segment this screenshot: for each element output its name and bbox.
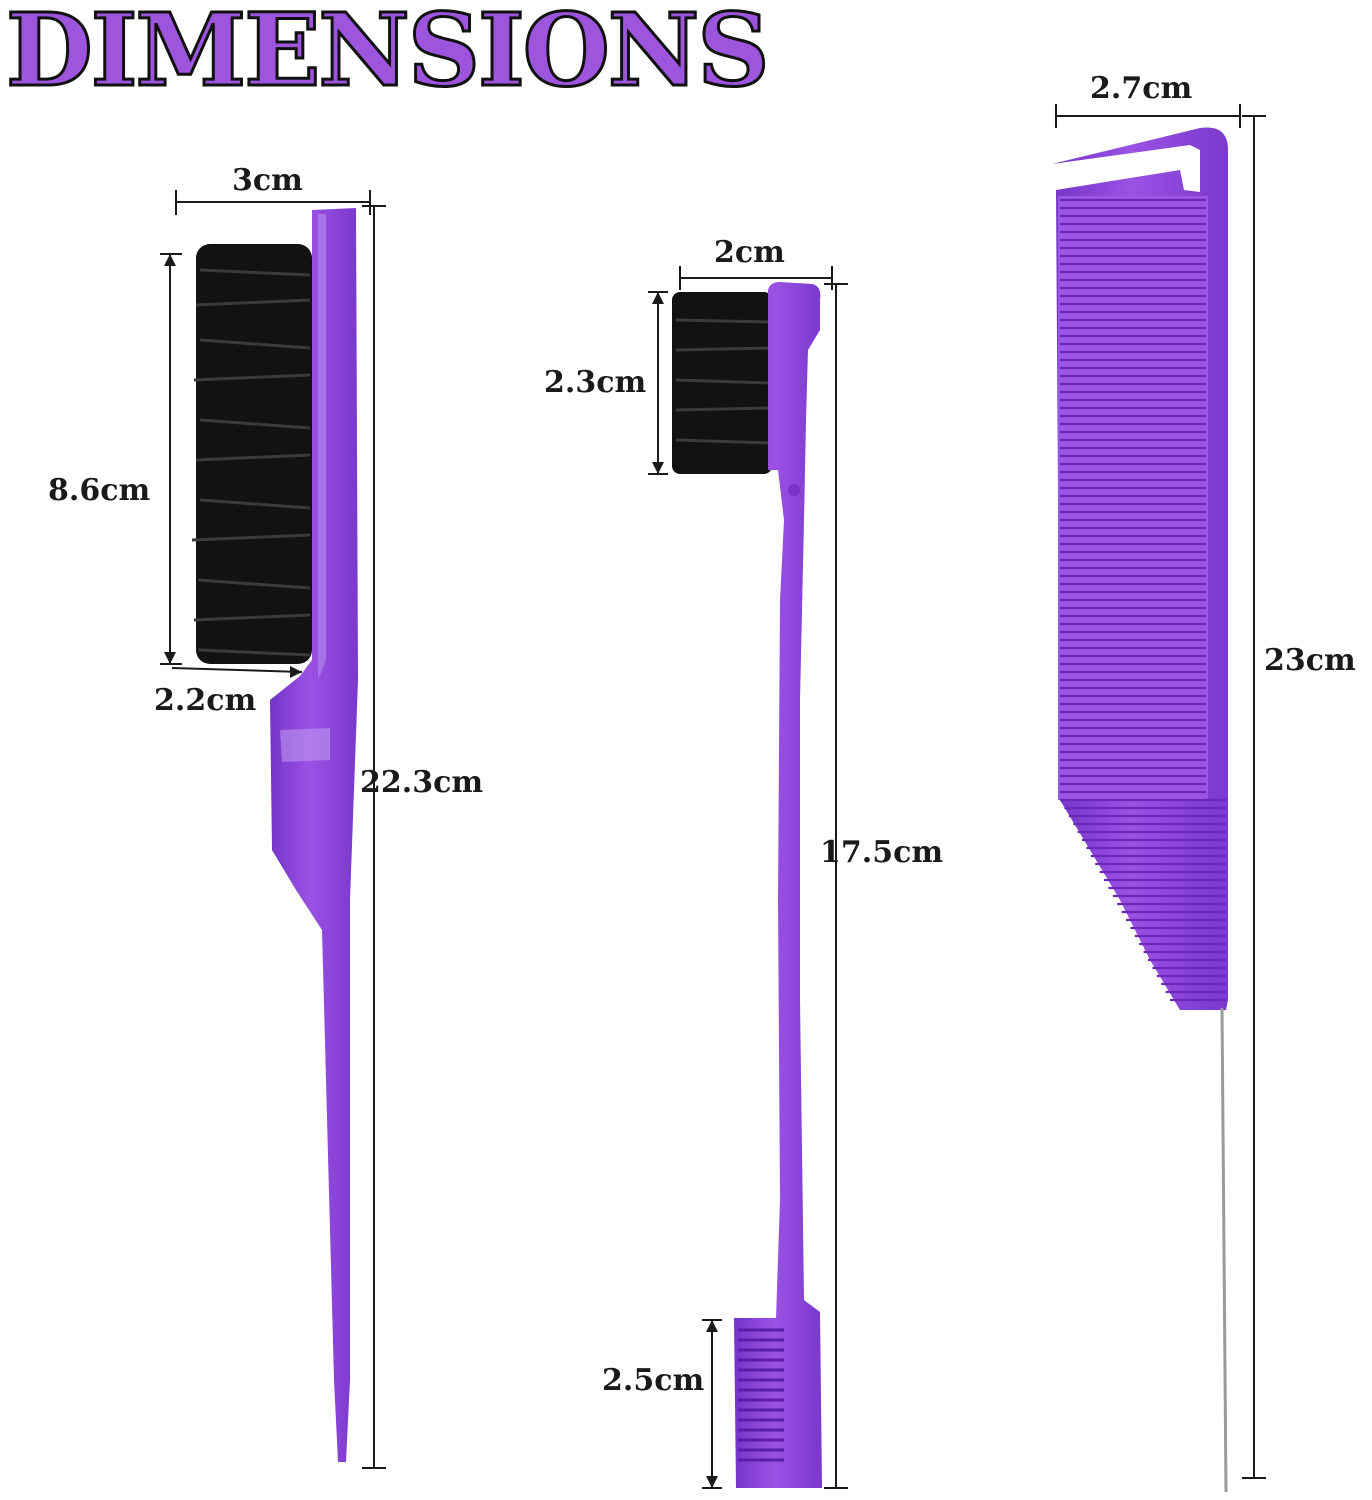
- dimension-arrowheads: [164, 254, 718, 1488]
- edge-brush-length-label: 17.5cm: [820, 835, 944, 870]
- edge-brush-comb-length-label: 2.5cm: [602, 1363, 705, 1398]
- rat-tail-comb-width-label: 2.7cm: [1090, 71, 1193, 106]
- edge-brush-illustration: [672, 282, 822, 1488]
- teasing-brush-width-label: 3cm: [232, 163, 303, 198]
- edge-brush-width-label: 2cm: [714, 235, 785, 270]
- rat-tail-comb-teeth: [1060, 198, 1226, 1002]
- edge-brush-comb-teeth: [738, 1328, 784, 1462]
- teasing-brush-handle: [270, 208, 358, 1462]
- dimension-lines: [160, 104, 1266, 1489]
- edge-brush-bristle-length-label: 2.3cm: [544, 365, 647, 400]
- teasing-brush-illustration: [191, 208, 358, 1462]
- teasing-brush-length-label: 22.3cm: [360, 765, 484, 800]
- teasing-brush-bristles: [191, 244, 312, 664]
- rat-tail-comb-length-label: 23cm: [1264, 643, 1356, 678]
- rat-tail-comb-illustration: [1052, 127, 1228, 1493]
- teasing-brush-bristle-depth-label: 2.2cm: [154, 683, 257, 718]
- rat-tail-comb-pin: [1220, 1007, 1228, 1493]
- edge-brush-handle: [734, 282, 822, 1488]
- edge-brush-bristles: [672, 292, 772, 474]
- page-title: DIMENSIONS: [5, 0, 772, 109]
- teasing-brush-bristle-length-label: 8.6cm: [48, 473, 151, 508]
